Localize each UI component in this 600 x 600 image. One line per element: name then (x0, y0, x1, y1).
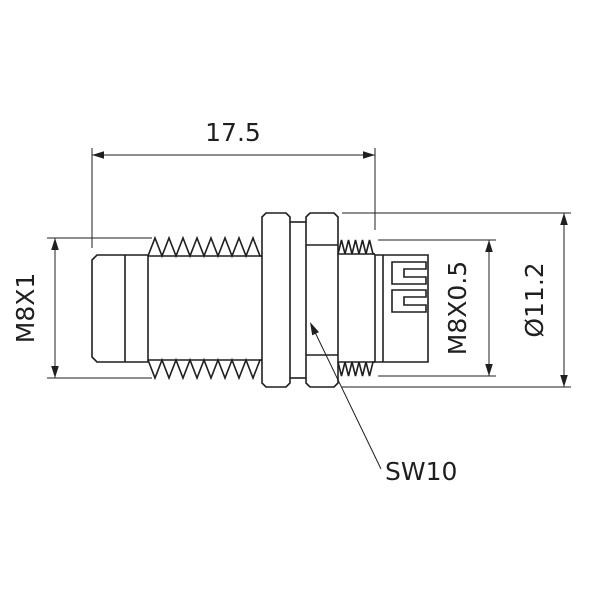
left-thread-label: M8X1 (11, 273, 40, 344)
connector-face (374, 254, 429, 363)
arrow-top (51, 238, 59, 250)
arrow-bottom (560, 375, 568, 387)
callout-wrench-size: SW10 (310, 322, 457, 486)
right-thread-label: M8X0.5 (443, 261, 472, 355)
arrow-top (560, 213, 568, 225)
arrow-top (485, 240, 493, 252)
fine-thread-bottom (337, 361, 375, 377)
coarse-thread-bottom (147, 357, 262, 381)
connector-body (91, 212, 429, 388)
overall-length-label: 17.5 (205, 118, 261, 147)
leader-arrow (310, 322, 319, 336)
arrow-bottom (51, 366, 59, 378)
hex-nut (305, 212, 339, 388)
pin-contact-upper (391, 261, 427, 285)
flange-diameter-label: Ø11.2 (520, 262, 549, 337)
left-cap (91, 254, 148, 363)
arrow-left (92, 151, 104, 159)
pin-contact-lower (391, 289, 427, 313)
leader-line (311, 325, 382, 470)
fine-thread-top (337, 239, 375, 255)
arrow-bottom (485, 364, 493, 376)
dimension-flange-diameter: Ø11.2 (342, 212, 571, 388)
arrow-right (363, 151, 375, 159)
flange-ring-left (261, 212, 291, 388)
dimension-right-thread: M8X0.5 (378, 239, 496, 377)
dimension-overall-length: 17.5 (91, 118, 376, 248)
dimension-left-thread: M8X1 (11, 237, 152, 379)
coarse-thread-top (147, 235, 262, 259)
wrench-size-label: SW10 (385, 457, 457, 486)
